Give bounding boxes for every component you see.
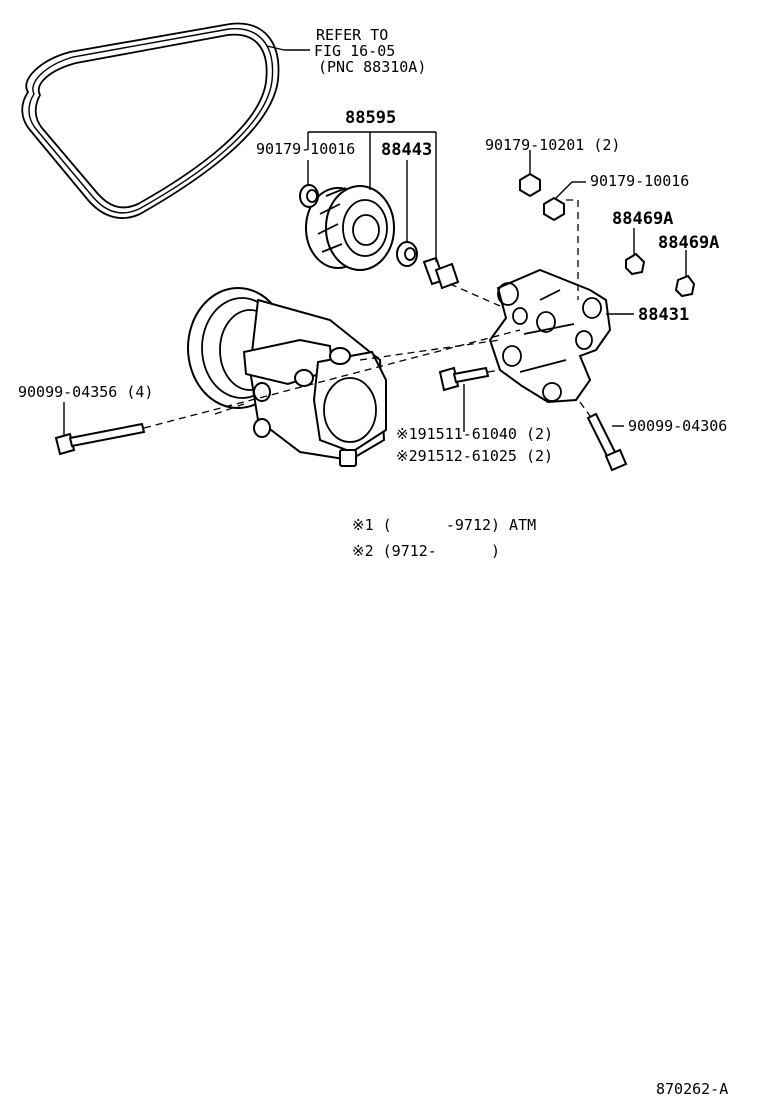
part-label-88595: 88595	[345, 108, 396, 128]
refer-note-line3: (PNC 88310A)	[318, 58, 426, 76]
compressor-icon	[187, 287, 387, 467]
part-label-88443: 88443	[381, 140, 432, 160]
part-label-90179-10016-right: 90179-10016	[590, 172, 689, 190]
part-label-91511-61040: ※191511-61040 (2)	[396, 425, 553, 443]
part-label-90099-04306: 90099-04306	[628, 417, 727, 435]
part-label-91512-61025: ※291512-61025 (2)	[396, 447, 553, 465]
note-1: ※1 ( -9712) ATM	[352, 516, 536, 534]
bracket-icon	[488, 268, 612, 404]
part-label-90179-10016-left: 90179-10016	[256, 140, 355, 158]
bolt-icon	[54, 366, 628, 472]
idler-pulley-icon	[305, 185, 395, 271]
nut-icon	[519, 172, 696, 298]
collar-icon	[299, 184, 418, 267]
note-2: ※2 (9712- )	[352, 542, 500, 560]
figure-code: 870262-A	[656, 1080, 728, 1098]
bolt-icon	[422, 256, 460, 290]
part-label-88431: 88431	[638, 305, 689, 325]
refer-note-line2: FIG 16-05	[314, 42, 395, 60]
part-label-88469a-2: 88469A	[658, 233, 719, 253]
drive-belt-icon	[21, 22, 310, 219]
part-label-90099-04356: 90099-04356 (4)	[18, 383, 153, 401]
part-label-88469a-1: 88469A	[612, 209, 673, 229]
refer-note-line1: REFER TO	[316, 26, 388, 44]
part-label-90179-10201: 90179-10201 (2)	[485, 136, 620, 154]
